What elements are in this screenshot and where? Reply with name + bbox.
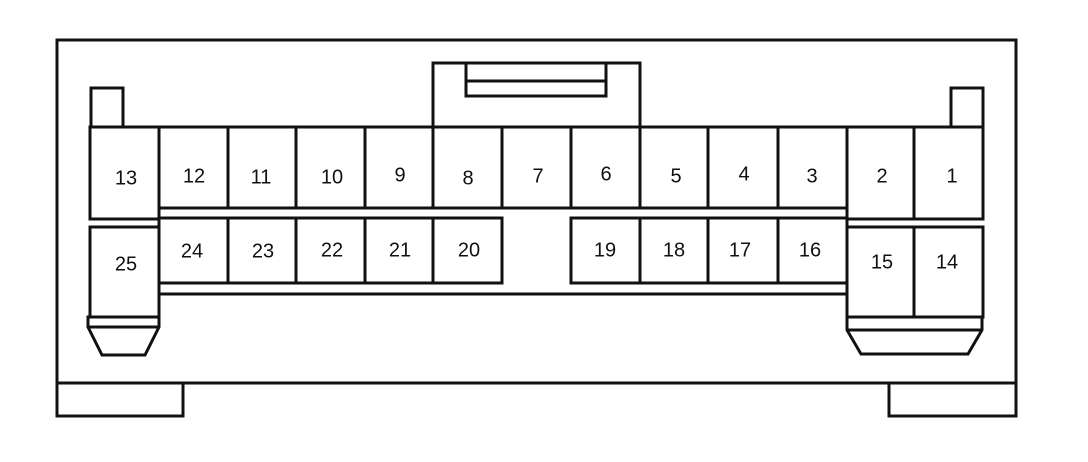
- right-skirt: [845, 315, 984, 356]
- left-guide-tab: [89, 86, 125, 129]
- pin-label-19: 19: [594, 239, 616, 261]
- right-guide-tab: [949, 86, 985, 129]
- pin-label-21: 21: [389, 239, 411, 261]
- pin-label-23: 23: [252, 240, 274, 262]
- pin-label-5: 5: [670, 165, 681, 187]
- pin-label-1: 1: [946, 165, 957, 187]
- pin-label-11: 11: [251, 166, 272, 188]
- pin-label-9: 9: [394, 164, 405, 186]
- left-skirt: [86, 315, 161, 357]
- pin-label-20: 20: [458, 239, 480, 261]
- pin-label-15: 15: [871, 251, 893, 273]
- cavity-1: [912, 125, 985, 221]
- pin-label-10: 10: [321, 166, 343, 188]
- cavity-14: [912, 225, 985, 319]
- pin-label-22: 22: [321, 239, 343, 261]
- pin-label-16: 16: [799, 239, 821, 261]
- pin-label-3: 3: [806, 165, 817, 187]
- connector-housing: [55, 38, 1018, 385]
- cavity-20: [431, 216, 504, 285]
- pin-label-7: 7: [532, 165, 543, 187]
- pin-label-2: 2: [876, 165, 887, 187]
- pin-label-17: 17: [729, 239, 751, 261]
- pin-label-25: 25: [115, 253, 137, 275]
- pin-label-group: 1234567891011121314151617181920212223242…: [115, 163, 958, 275]
- pin-label-12: 12: [183, 165, 205, 187]
- pin-label-6: 6: [600, 163, 611, 185]
- left-foot: [55, 381, 185, 418]
- pin-label-13: 13: [115, 167, 137, 189]
- pin-label-18: 18: [663, 239, 685, 261]
- pin-label-8: 8: [462, 167, 473, 189]
- pin-label-24: 24: [181, 240, 203, 262]
- right-foot: [887, 381, 1018, 418]
- pin-label-14: 14: [936, 251, 958, 273]
- pin-label-4: 4: [738, 163, 749, 185]
